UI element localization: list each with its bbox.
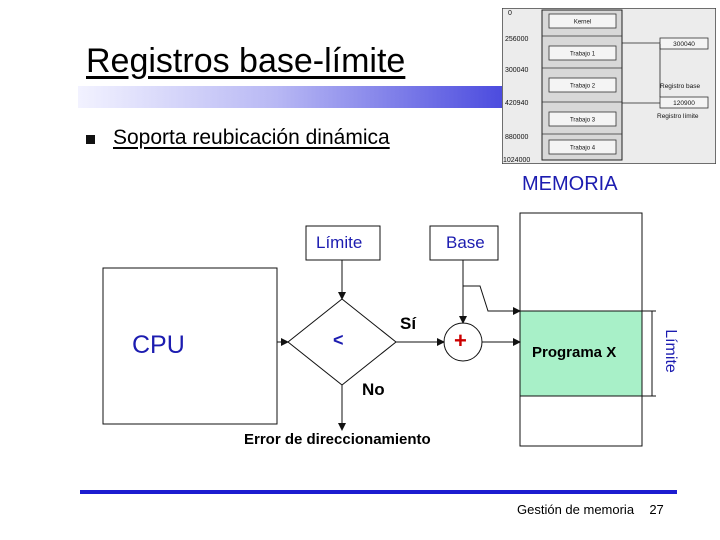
thumbnail-limit-label: Registro límite [657,113,699,120]
thumbnail-block [548,45,617,61]
base-register-label: Base [446,233,485,252]
thumbnail-block [548,13,617,29]
thumbnail-address: 300040 [505,67,528,74]
cpu-label: CPU [132,331,185,359]
memory-title: MEMORIA [522,173,618,195]
add-operator: + [454,328,467,353]
limit-register-box [305,225,381,261]
title-underline-bar [78,86,518,108]
thumbnail-address: 880000 [505,134,528,141]
thumbnail-address: 1024000 [503,157,530,164]
bullet-square-icon [86,135,95,144]
thumbnail-limit-value: 120900 [673,100,695,107]
footer-rule [80,490,677,494]
compare-operator: < [333,330,344,350]
thumbnail-block-label: Trabajo 2 [570,84,596,90]
thumbnail-limit-register [659,96,709,109]
memory-map-thumbnail: Kernel Trabajo 1 Trabajo 2 Trabajo 3 Tra… [502,8,716,164]
thumbnail-address: 256000 [505,36,528,43]
base-to-memory-arrow [463,285,521,315]
yes-label: Sí [400,314,417,333]
slide-title: Registros base-límite [86,42,406,80]
thumbnail-base-value: 300040 [673,41,695,48]
cpu-box [102,267,278,425]
side-limit-label: Límite [662,329,679,373]
thumbnail-block-label: Trabajo 1 [570,52,596,58]
thumbnail-address: 420940 [505,100,528,107]
error-label: Error de direccionamiento [244,431,431,448]
thumbnail-base-label: Registro base [660,83,700,90]
footer: Gestión de memoria 27 [517,502,664,517]
thumbnail-block [548,139,617,155]
no-label: No [362,380,385,399]
page-number: 27 [649,502,664,517]
program-x-block [519,310,643,397]
thumbnail-block [548,111,617,127]
thumbnail-block-label: Kernel [574,20,591,26]
footer-title: Gestión de memoria [517,502,635,517]
program-x-label: Programa X [532,344,617,361]
limit-register-label: Límite [316,233,363,252]
bullet-text: Soporta reubicación dinámica [113,126,390,149]
thumbnail-address: 0 [508,10,512,17]
thumbnail-block [548,77,617,93]
base-register-box [429,225,499,261]
thumbnail-block-label: Trabajo 3 [570,118,596,124]
thumbnail-base-register [659,37,709,50]
thumbnail-block-label: Trabajo 4 [570,146,596,152]
